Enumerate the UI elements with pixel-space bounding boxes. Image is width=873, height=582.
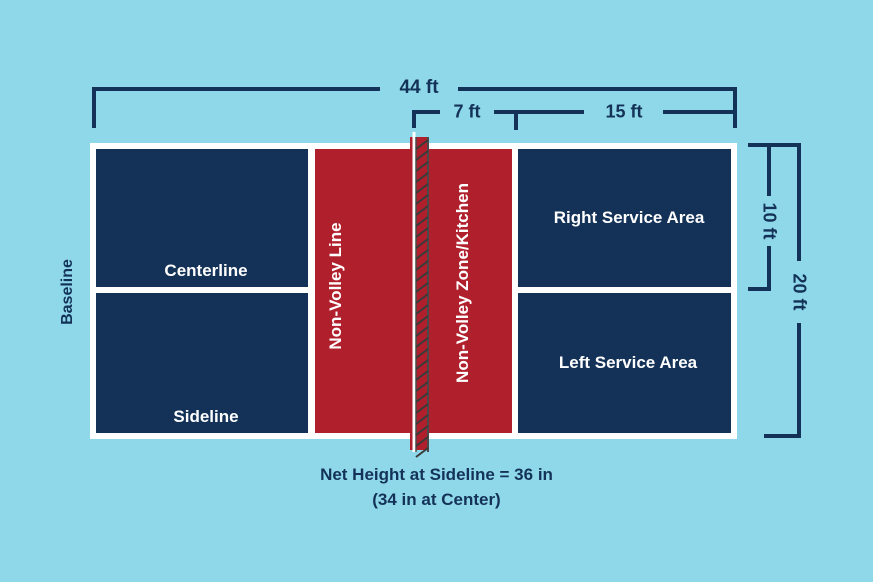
kitchen-depth-label: 7 ft <box>453 101 481 122</box>
length-dimension <box>92 87 737 128</box>
zone-dimension <box>412 110 735 130</box>
half-width-label: 10 ft <box>759 202 780 240</box>
width-label: 20 ft <box>789 273 810 311</box>
left-service-area-label: Left Service Area <box>558 353 698 372</box>
right-upper-court <box>518 149 731 287</box>
baseline-label: Baseline <box>59 259 76 325</box>
left-lower-court <box>96 293 308 433</box>
non-volley-line-label: Non-Volley Line <box>326 222 345 350</box>
kitchen-right <box>415 149 512 433</box>
kitchen-left <box>315 149 414 433</box>
length-label: 44 ft <box>399 77 439 98</box>
net-height-center-caption: (34 in at Center) <box>372 490 501 509</box>
sideline-label: Sideline <box>173 407 239 426</box>
right-lower-court <box>518 293 731 433</box>
non-volley-zone-label: Non-Volley Zone/Kitchen <box>453 183 472 383</box>
right-service-area-label: Right Service Area <box>553 208 705 227</box>
net <box>410 132 429 458</box>
centerline-label: Centerline <box>164 261 248 280</box>
width-dimension <box>764 143 801 438</box>
net-height-caption: Net Height at Sideline = 36 in <box>320 465 553 484</box>
service-depth-label: 15 ft <box>605 101 643 122</box>
left-upper-court <box>96 149 308 287</box>
